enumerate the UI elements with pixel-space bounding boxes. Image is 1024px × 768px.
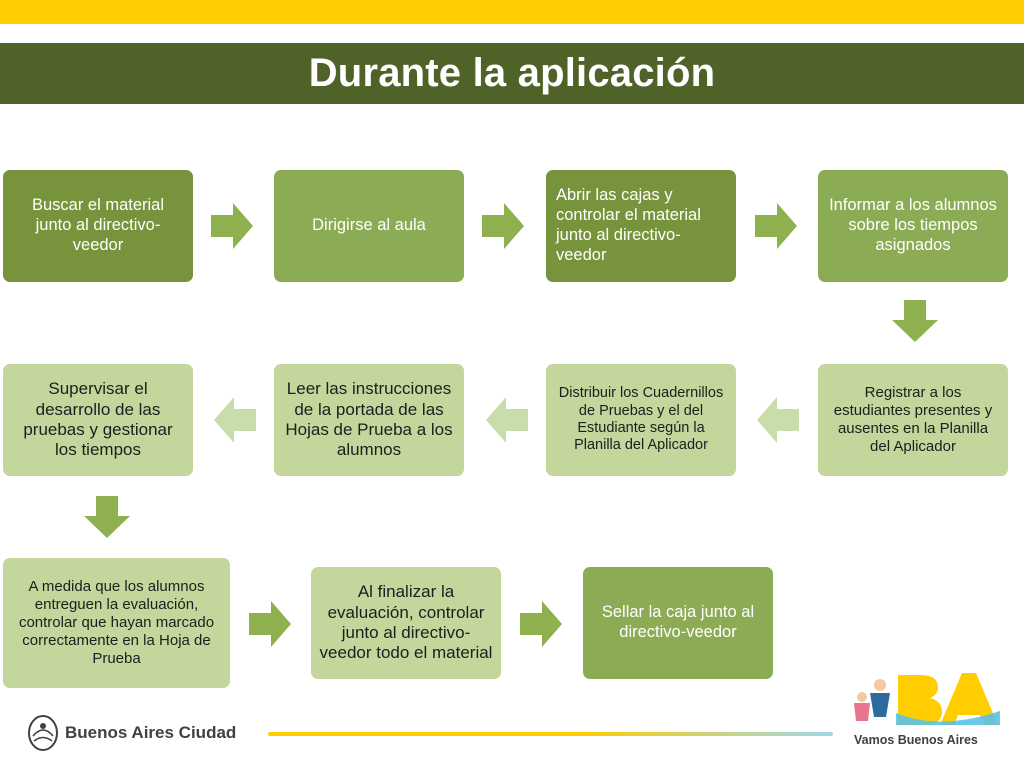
step-9-text: A medida que los alumnos entreguen la ev… <box>18 578 215 667</box>
title-banner: Durante la aplicación <box>0 43 1024 104</box>
step-11-text: Sellar la caja junto al directivo-veedor <box>601 603 755 641</box>
arrow-right-icon <box>482 203 524 249</box>
step-4-text: Informar a los alumnos sobre los tiempos… <box>829 196 997 254</box>
vamos-buenos-aires-logo: Vamos Buenos Aires <box>840 665 1020 760</box>
ba-logo-icon <box>854 673 1000 725</box>
vamos-buenos-aires-text: Vamos Buenos Aires <box>854 733 978 747</box>
step-1-text: Buscar el material junto al directivo-ve… <box>31 196 165 254</box>
step-2-box: Dirigirse al aula <box>274 170 464 282</box>
arrow-right-icon <box>249 601 291 647</box>
step-1-box: Buscar el material junto al directivo-ve… <box>3 170 193 282</box>
arrow-right-icon <box>755 203 797 249</box>
arrow-right-icon <box>211 203 253 249</box>
step-6-box: Distribuir los Cuadernillos de Pruebas y… <box>546 364 736 476</box>
step-3-text: Abrir las cajas y controlar el material … <box>556 186 701 264</box>
slide-title: Durante la aplicación <box>308 51 716 95</box>
city-seal-icon <box>28 715 58 751</box>
step-5-text: Registrar a los estudiantes presentes y … <box>833 384 993 455</box>
step-4-box: Informar a los alumnos sobre los tiempos… <box>818 170 1008 282</box>
step-8-box: Supervisar el desarrollo de las pruebas … <box>3 364 193 476</box>
step-6-text: Distribuir los Cuadernillos de Pruebas y… <box>558 385 724 454</box>
footer-divider <box>268 732 833 736</box>
step-8-text: Supervisar el desarrollo de las pruebas … <box>23 379 173 460</box>
step-9-box: A medida que los alumnos entreguen la ev… <box>3 558 230 688</box>
top-accent-bar <box>0 0 1024 24</box>
arrow-down-icon <box>892 300 938 342</box>
step-7-box: Leer las instrucciones de la portada de … <box>274 364 464 476</box>
step-11-box: Sellar la caja junto al directivo-veedor <box>583 567 773 679</box>
step-3-box: Abrir las cajas y controlar el material … <box>546 170 736 282</box>
step-7-text: Leer las instrucciones de la portada de … <box>285 379 453 460</box>
arrow-down-icon <box>84 496 130 538</box>
step-10-box: Al finalizar la evaluación, controlar ju… <box>311 567 501 679</box>
step-2-text: Dirigirse al aula <box>312 216 426 235</box>
buenos-aires-ciudad-logo: Buenos Aires Ciudad <box>27 713 267 753</box>
step-10-text: Al finalizar la evaluación, controlar ju… <box>319 582 493 663</box>
arrow-left-icon <box>214 397 256 443</box>
buenos-aires-ciudad-text: Buenos Aires Ciudad <box>65 723 237 742</box>
arrow-right-icon <box>520 601 562 647</box>
step-5-box: Registrar a los estudiantes presentes y … <box>818 364 1008 476</box>
arrow-left-icon <box>757 397 799 443</box>
arrow-left-icon <box>486 397 528 443</box>
